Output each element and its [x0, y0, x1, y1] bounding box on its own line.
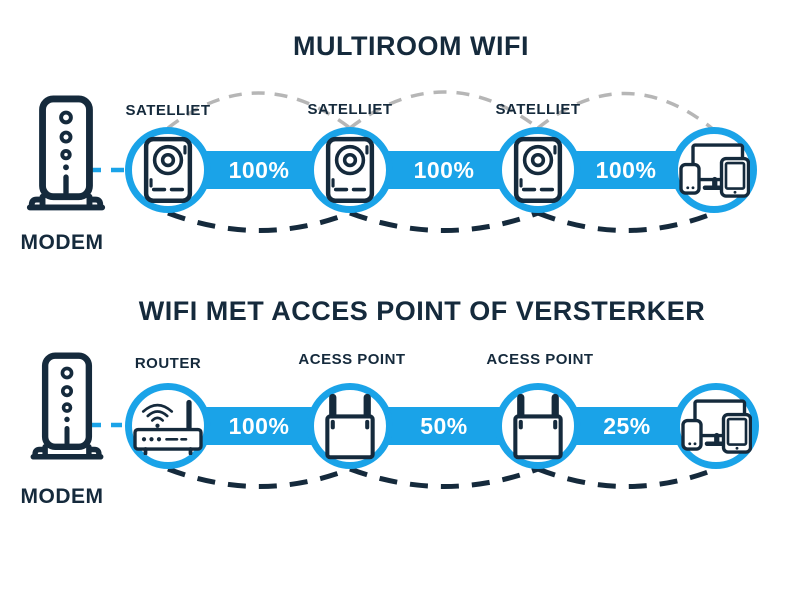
- access-point-node: [495, 383, 581, 469]
- satellite-node: [495, 127, 581, 213]
- black-dashed-arcs-top: [167, 210, 715, 233]
- gray-dashed-arcs: [166, 90, 716, 132]
- router-node: [125, 383, 211, 469]
- wifi-satellite-icon: [513, 136, 563, 204]
- signal-strength: 100%: [228, 156, 290, 183]
- node-label: ACESS POINT: [298, 351, 406, 368]
- access-point-icon: [513, 393, 563, 459]
- modem-icon: [22, 95, 110, 223]
- signal-strength: 25%: [603, 412, 651, 439]
- signal-strength: 100%: [595, 156, 657, 183]
- section1-title: MULTIROOM WIFI: [293, 31, 529, 61]
- modem-label: MODEM: [20, 231, 104, 254]
- access-point-node: [307, 383, 393, 469]
- signal-strength: 50%: [420, 412, 468, 439]
- satellite-node: [307, 127, 393, 213]
- wifi-router-icon: [133, 399, 203, 455]
- wifi-satellite-icon: [325, 136, 375, 204]
- wifi-satellite-icon: [143, 136, 193, 204]
- node-label: ROUTER: [134, 355, 202, 372]
- devices-node: [671, 127, 757, 213]
- node-label: SATELLIET: [307, 101, 393, 118]
- signal-strength: 100%: [413, 156, 475, 183]
- black-dashed-arcs-bottom: [167, 466, 717, 489]
- connected-devices-icon: [681, 399, 752, 454]
- node-label: ACESS POINT: [486, 351, 594, 368]
- node-label: SATELLIET: [495, 101, 581, 118]
- connected-devices-icon: [679, 143, 750, 198]
- satellite-node: [125, 127, 211, 213]
- section2-title: WIFI MET ACCES POINT OF VERSTERKER: [138, 296, 706, 326]
- modem-icon: [26, 352, 108, 472]
- access-point-icon: [325, 393, 375, 459]
- modem-label: MODEM: [20, 485, 104, 508]
- signal-strength: 100%: [228, 412, 290, 439]
- devices-node: [673, 383, 759, 469]
- node-label: SATELLIET: [125, 102, 211, 119]
